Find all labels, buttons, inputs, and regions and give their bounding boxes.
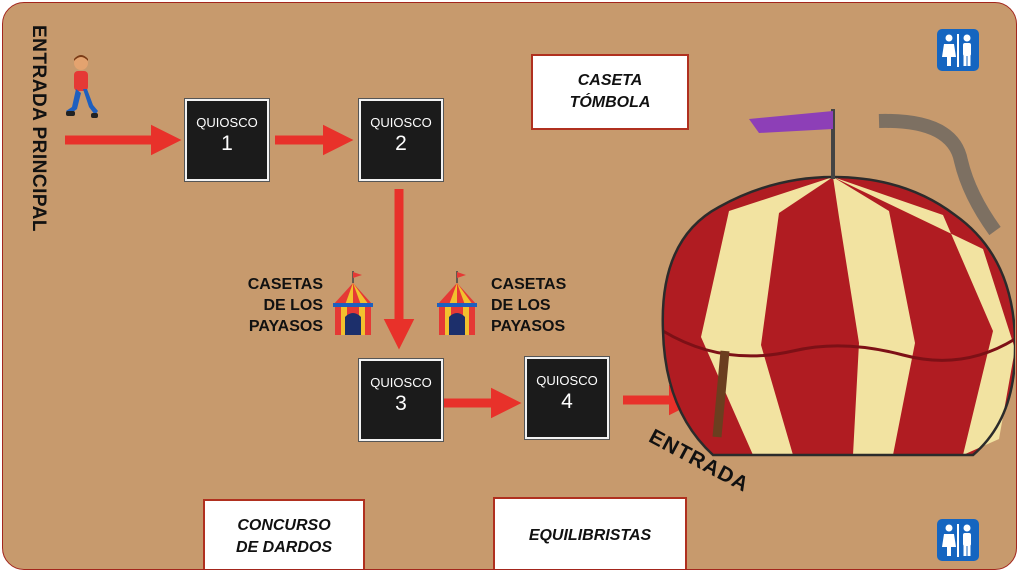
kiosk-2-number: 2 [395,132,407,155]
kiosk-4-number: 4 [561,390,573,413]
kiosk-2: QUIOSCO 2 [359,99,443,181]
kiosk-4-label: QUIOSCO [536,373,598,388]
kiosk-2-label: QUIOSCO [370,115,432,130]
kiosk-1-number: 1 [221,132,233,155]
restroom-icon [937,519,979,561]
clown-left-line-2: DE LOS [263,296,323,314]
tombola-line-1: CASETA [577,71,643,89]
kiosk-1: QUIOSCO 1 [185,99,269,181]
kiosk-4: QUIOSCO 4 [525,357,609,439]
clown-right-line-2: DE LOS [491,296,551,314]
clown-booths-left-label: CASETAS DE LOS PAYASOS [229,275,323,337]
clown-left-line-1: CASETAS [247,276,323,293]
kiosk-3: QUIOSCO 3 [359,359,443,441]
big-circus-tent-icon [661,109,1015,457]
kiosk-3-number: 3 [395,392,407,415]
walking-person-icon [66,55,98,118]
clown-booths-right-label: CASETAS DE LOS PAYASOS [491,275,566,337]
clown-left-line-3: PAYASOS [248,317,323,335]
circus-tent-icon [437,271,477,335]
main-entrance-label: ENTRADA PRINCIPAL [28,25,49,232]
darts-line-2: DE DARDOS [235,539,332,556]
darts-booth: CONCURSO DE DARDOS [203,499,365,569]
circus-tent-icon [333,271,373,335]
clown-right-line-1: CASETAS [491,276,567,293]
route-arrows [65,124,700,419]
kiosk-3-label: QUIOSCO [370,375,432,390]
restroom-icon [937,29,979,71]
tightrope-booth: EQUILIBRISTAS [493,497,687,569]
darts-line-1: CONCURSO [237,516,331,534]
tombola-line-2: TÓMBOLA [569,94,651,111]
clown-right-line-3: PAYASOS [491,317,566,335]
tightrope-line-1: EQUILIBRISTAS [528,526,652,544]
tombola-booth: CASETA TÓMBOLA [531,54,689,130]
kiosk-1-label: QUIOSCO [196,115,258,130]
